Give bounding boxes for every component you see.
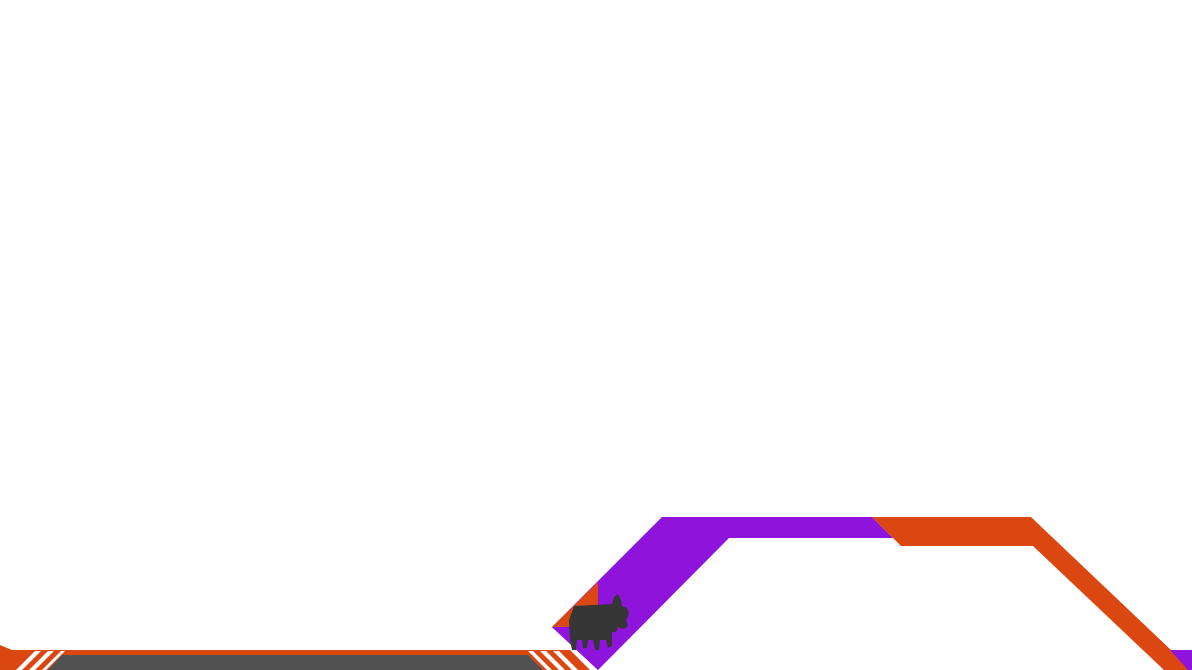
frame-purple-band: [552, 517, 893, 670]
bottom-bar-panel: [48, 655, 543, 670]
right-purple-sliver: [1170, 650, 1192, 670]
pig-icon: [569, 594, 629, 650]
bottom-bar-stripes-right: [528, 651, 578, 670]
bottom-bar-stripes-left: [16, 651, 65, 670]
frame-orange-band: [872, 517, 1192, 670]
